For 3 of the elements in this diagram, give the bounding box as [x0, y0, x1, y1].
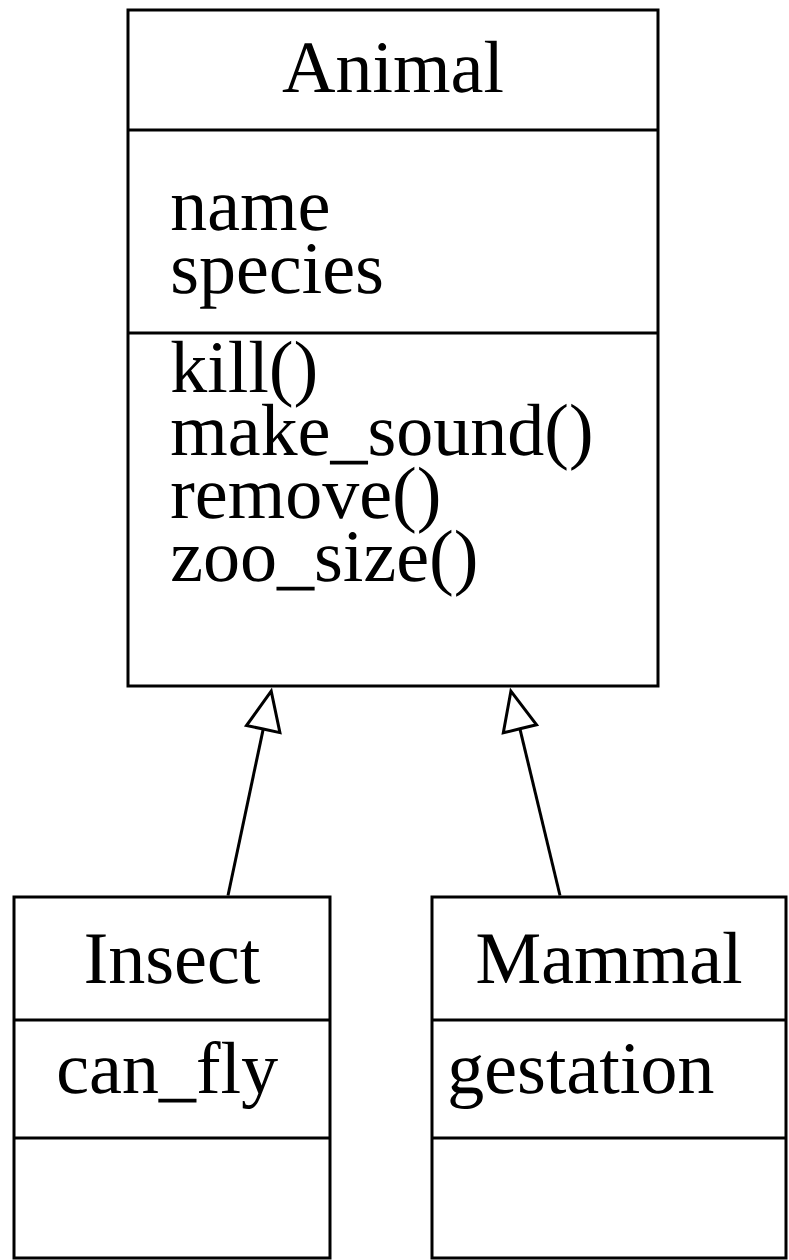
class-box: Animal name species kill() make_sound() remove() zoo_size() [126, 8, 660, 688]
class-box: Mammal gestation [430, 895, 788, 1260]
class-box: Insect can_fly [12, 895, 332, 1260]
